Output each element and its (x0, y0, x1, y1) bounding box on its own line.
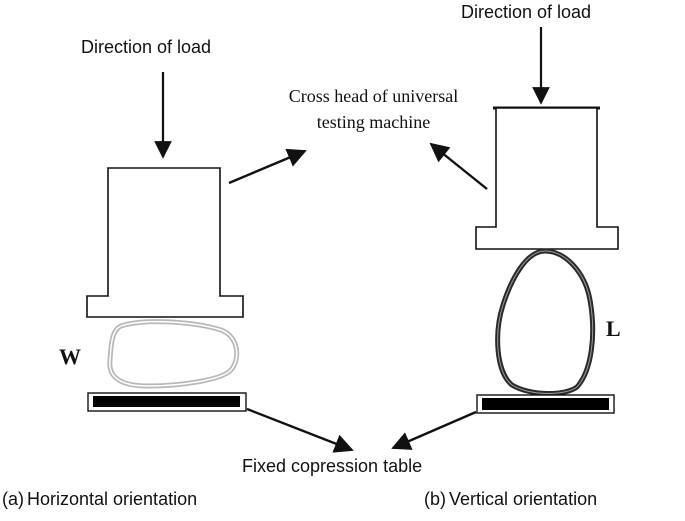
specimen-horizontal-inner (109, 320, 238, 387)
arrow-crosshead-left (228, 148, 307, 185)
caption-b-marker: (b) (424, 489, 446, 509)
crosshead-right (475, 107, 619, 250)
arrow-table-right (391, 410, 477, 450)
specimen-vertical-inner (497, 250, 594, 394)
arrow-table-left (246, 407, 354, 453)
width-label-w: W (59, 344, 81, 369)
caption-b-text: Vertical orientation (449, 489, 598, 509)
length-label-l: L (606, 316, 621, 341)
direction-of-load-label-left: Direction of load (81, 37, 212, 57)
caption-a-marker: (a) (2, 489, 24, 509)
compression-table-right (482, 398, 609, 410)
specimen-horizontal (107, 319, 240, 389)
crosshead-label-line1: Cross head of universal (288, 86, 459, 106)
caption-a-text: Horizontal orientation (27, 489, 198, 509)
crosshead-left (86, 167, 244, 318)
compression-table-left (93, 396, 240, 407)
crosshead-label: Cross head of universal testing machine (236, 83, 511, 135)
direction-of-load-label-right: Direction of load (461, 2, 592, 22)
crosshead-label-line2: testing machine (316, 112, 431, 132)
arrow-crosshead-right (429, 142, 488, 190)
compression-table-label: Fixed copression table (242, 456, 423, 476)
caption-a: (a) Horizontal orientation (2, 490, 197, 508)
caption-b: (b) Vertical orientation (424, 490, 597, 508)
